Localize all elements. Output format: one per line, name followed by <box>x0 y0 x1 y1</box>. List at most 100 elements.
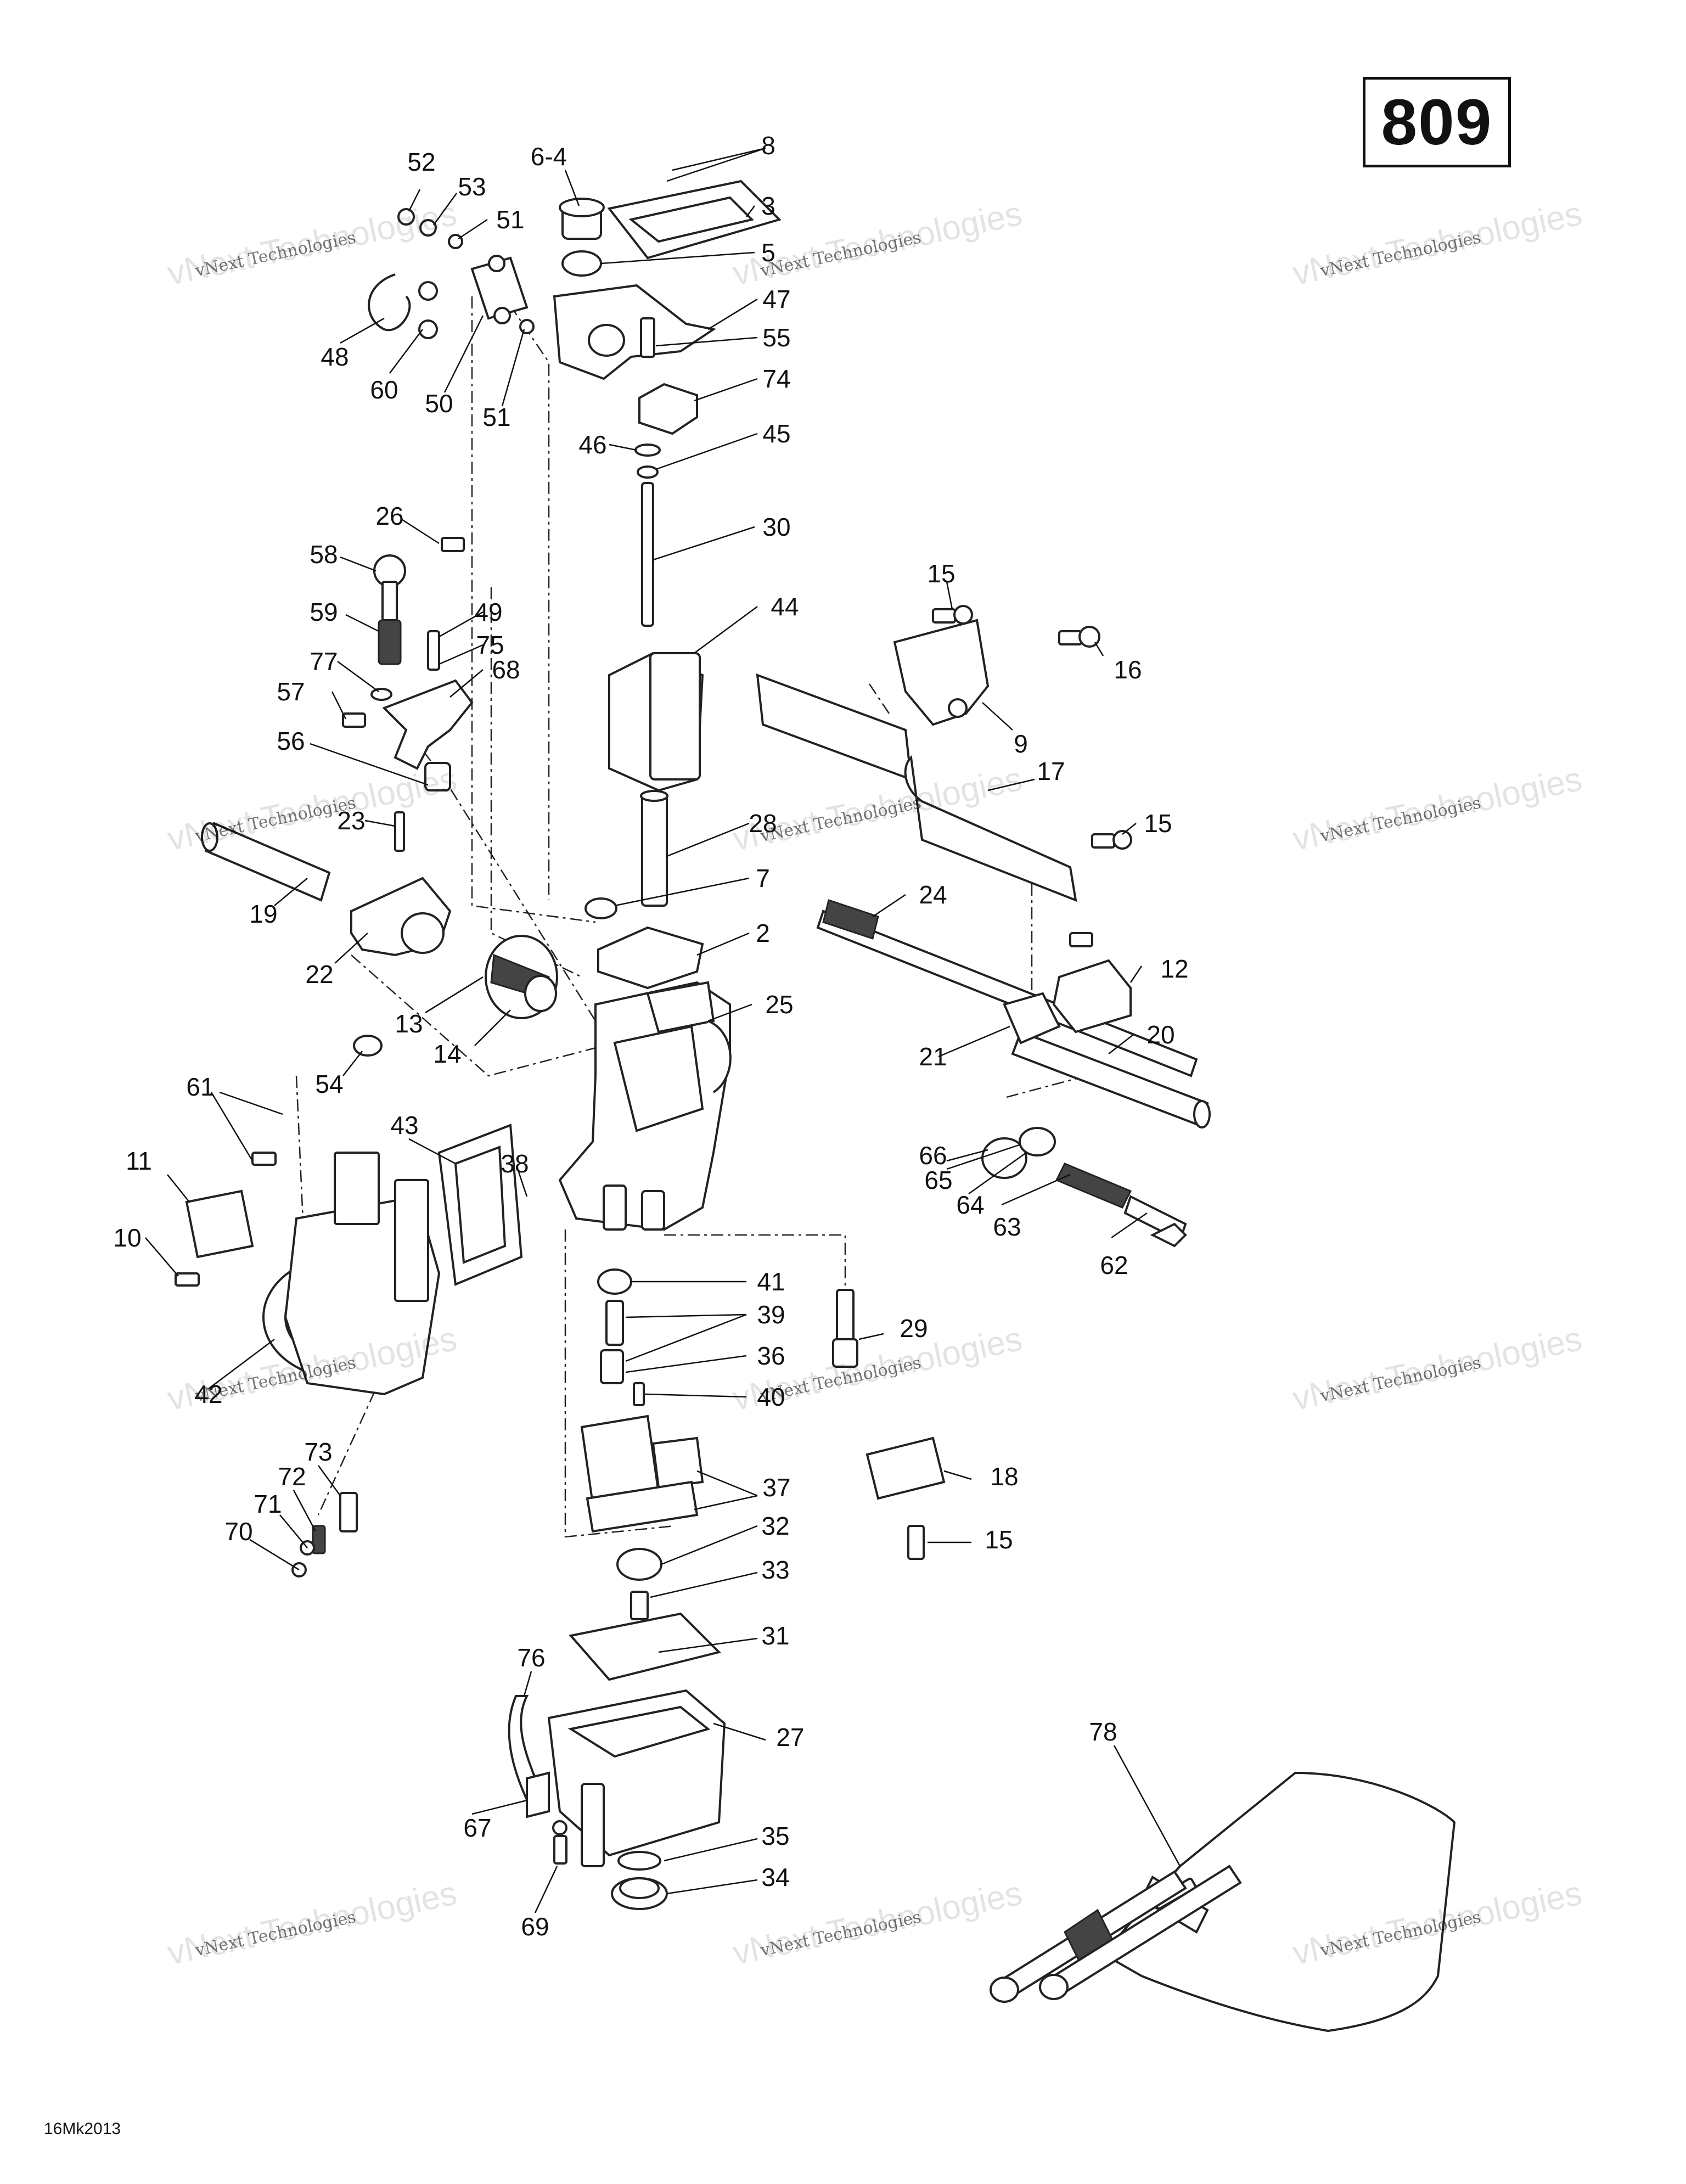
callout-58: 58 <box>310 540 338 569</box>
callout-59: 59 <box>310 598 338 626</box>
screw-26 <box>441 537 465 552</box>
callout-63: 63 <box>993 1212 1021 1241</box>
callout-77: 77 <box>310 647 338 676</box>
callout-54: 54 <box>315 1070 344 1098</box>
gasket-31 <box>569 1612 721 1681</box>
drain-plug-34 <box>611 1877 668 1910</box>
callout-67: 67 <box>463 1814 492 1842</box>
page-number-box: 809 <box>1363 77 1511 167</box>
callout-30: 30 <box>762 513 791 541</box>
carburetor-body-25 <box>558 981 732 1231</box>
o-ring-35 <box>617 1851 661 1871</box>
choke-plunger-13-14 <box>485 935 558 1019</box>
screw-69-washer-35 <box>552 1820 567 1865</box>
callout-57: 57 <box>277 677 305 706</box>
tool-kit-78 <box>990 1771 1456 2033</box>
callout-42: 42 <box>194 1380 223 1408</box>
callout-16: 16 <box>1114 655 1142 684</box>
spring-48 <box>368 273 411 332</box>
throttle-stop-58-59 <box>373 554 406 665</box>
callout-35: 35 <box>761 1822 790 1850</box>
callout-32: 32 <box>761 1512 790 1540</box>
screws-61 <box>251 1152 277 1166</box>
callout-18: 18 <box>990 1462 1019 1491</box>
o-ring-7 <box>585 897 617 919</box>
callout-52: 52 <box>407 148 436 176</box>
callout-21: 21 <box>919 1042 947 1071</box>
callout-70: 70 <box>224 1517 253 1546</box>
callout-68: 68 <box>492 655 520 684</box>
gasket-2 <box>597 926 704 990</box>
callout-9: 9 <box>1014 729 1028 758</box>
jets-39-41 <box>597 1268 645 1406</box>
callout-15b: 15 <box>1144 809 1172 838</box>
callout-55: 55 <box>762 323 791 352</box>
lever-68 <box>382 679 474 770</box>
callout-20: 20 <box>1147 1020 1175 1049</box>
bracket-50 <box>470 255 529 324</box>
callout-13: 13 <box>395 1009 423 1038</box>
washer-77 <box>370 688 392 701</box>
top-cover-47 <box>553 284 717 380</box>
plug-54 <box>353 1035 383 1057</box>
callout-28: 28 <box>749 809 777 838</box>
callout-51b: 51 <box>482 403 511 431</box>
callout-53: 53 <box>458 172 486 201</box>
callout-8: 8 <box>761 131 775 160</box>
callout-45: 45 <box>762 419 791 448</box>
callout-39: 39 <box>757 1300 785 1329</box>
collar-56 <box>424 762 451 791</box>
floats-37 <box>580 1414 704 1533</box>
callout-41: 41 <box>757 1267 785 1296</box>
callout-60: 60 <box>370 375 398 404</box>
callout-23: 23 <box>337 806 366 835</box>
callout-14: 14 <box>433 1040 462 1068</box>
plate-11 <box>185 1189 254 1259</box>
intake-housing-42 <box>262 1152 441 1396</box>
callout-48: 48 <box>321 343 349 371</box>
callout-15a: 15 <box>927 559 956 588</box>
callout-69: 69 <box>521 1912 549 1941</box>
callout-75: 75 <box>476 631 504 659</box>
callout-3: 3 <box>761 192 775 220</box>
callout-27: 27 <box>776 1723 805 1751</box>
callout-12: 12 <box>1160 955 1189 983</box>
callout-2: 2 <box>756 919 770 947</box>
callout-34: 34 <box>761 1863 790 1891</box>
callout-61: 61 <box>186 1073 215 1101</box>
lever-12 <box>1052 959 1132 1034</box>
callout-64: 64 <box>956 1191 985 1219</box>
callout-56: 56 <box>277 727 305 755</box>
callout-25: 25 <box>765 990 794 1019</box>
callout-36: 36 <box>757 1341 785 1370</box>
callout-74: 74 <box>762 364 791 393</box>
shaft-19-lever-22 <box>201 811 452 957</box>
callout-33: 33 <box>761 1556 790 1584</box>
callout-22: 22 <box>305 960 334 989</box>
screw-15-lower <box>907 1525 925 1560</box>
callout-49: 49 <box>474 598 503 626</box>
callout-47: 47 <box>762 285 791 313</box>
callout-24: 24 <box>919 880 947 909</box>
screw-55-bracket-74 <box>638 317 698 435</box>
callout-29: 29 <box>900 1314 928 1343</box>
callout-38: 38 <box>501 1149 529 1178</box>
callout-26: 26 <box>375 502 404 530</box>
callout-43: 43 <box>390 1111 419 1139</box>
callout-44: 44 <box>771 592 799 621</box>
callout-17: 17 <box>1037 757 1065 785</box>
callout-62: 62 <box>1100 1251 1128 1279</box>
screw-49 <box>427 630 440 671</box>
cover-plate-3 <box>607 179 782 260</box>
idle-screw-62-66 <box>981 1127 1187 1248</box>
callout-76: 76 <box>517 1643 546 1672</box>
callout-15c: 15 <box>985 1525 1013 1554</box>
callout-7: 7 <box>756 864 770 892</box>
float-bowl-27 <box>547 1689 726 1867</box>
callout-72: 72 <box>278 1462 306 1491</box>
page-number: 809 <box>1381 86 1493 159</box>
callout-10: 10 <box>113 1223 142 1252</box>
adjuster-cap-6-4 <box>559 198 605 277</box>
bracket-9-screws-15-16 <box>893 605 1132 947</box>
